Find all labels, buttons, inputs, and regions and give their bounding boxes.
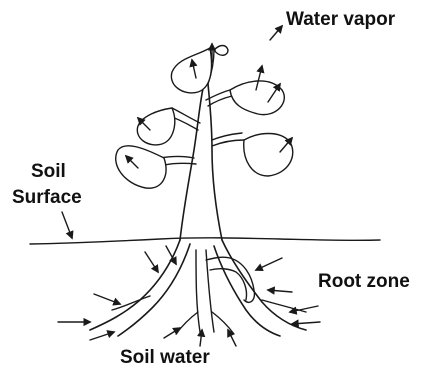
leaf-mid-right <box>244 134 293 177</box>
label-soil-surface-line1: Soil <box>31 161 66 182</box>
water-arrow <box>94 294 120 304</box>
plant-leaves <box>116 46 293 189</box>
label-water-vapor: Water vapor <box>286 9 396 30</box>
water-arrow <box>256 258 282 270</box>
soil-water-arrows <box>58 246 320 346</box>
water-arrow <box>145 252 158 272</box>
vapor-arrow <box>270 26 282 40</box>
label-soil-water: Soil water <box>120 347 210 368</box>
label-soil-surface-line2: Surface <box>12 187 82 208</box>
label-root-zone: Root zone <box>318 271 410 292</box>
soil-surface-line <box>30 238 380 244</box>
plant-roots <box>90 240 306 336</box>
leaf-small-top <box>214 46 228 56</box>
leaf-top <box>171 48 211 93</box>
water-arrow <box>90 332 114 340</box>
leaf-mid-left <box>137 108 174 145</box>
leaf-lower-left <box>116 146 166 188</box>
water-arrow <box>292 322 320 324</box>
soil-surface-pointer <box>62 212 72 238</box>
water-arrow <box>268 290 292 292</box>
